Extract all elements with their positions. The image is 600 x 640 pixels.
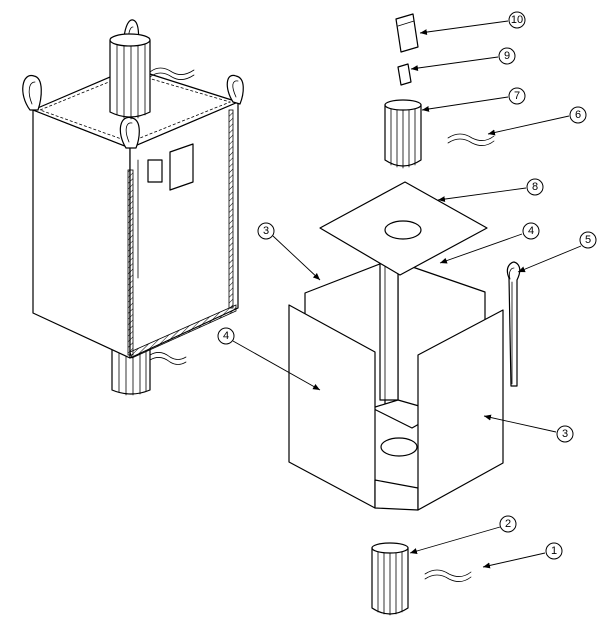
svg-text:7: 7 [514,90,520,102]
callouts: 10 9 7 6 8 3 [217,11,597,569]
callout-2: 2 [499,515,517,533]
assembled-bag [22,19,244,396]
svg-text:8: 8 [532,181,538,193]
callout-6: 6 [569,106,587,124]
svg-text:3: 3 [263,225,269,237]
svg-text:2: 2 [505,518,511,530]
callout-1: 1 [545,542,563,560]
bag-corner-seam [127,169,134,356]
svg-text:1: 1 [551,545,557,557]
assembled-top-spout [109,33,195,120]
lifting-loop-front [119,116,140,149]
callout-5: 5 [579,231,597,249]
callout-4-top: 4 [522,222,540,240]
svg-text:4: 4 [223,330,229,342]
callout-9: 9 [498,47,516,65]
callout-10: 10 [508,11,526,29]
part-9-document-pouch [397,63,412,86]
svg-text:10: 10 [511,14,523,26]
part-2-bottom-spout [371,542,409,616]
svg-text:6: 6 [575,109,581,121]
callout-4-left: 4 [217,327,235,345]
part-10-label-sheet [395,13,419,53]
bag-left-face [32,109,131,359]
document-pocket-small [147,159,163,183]
callout-7: 7 [508,87,526,105]
lifting-loop-right [226,74,244,105]
fill-opening [384,220,422,240]
exploded-bag-body [288,181,504,511]
part-6-tie-cord [447,133,495,141]
lifting-loop-left [22,75,42,111]
document-pocket-large [169,143,194,191]
part-1-tie-cord [424,569,472,577]
callout-3-right: 3 [556,425,574,443]
svg-text:9: 9 [504,50,510,62]
panel-front-right [417,309,504,511]
callout-8: 8 [526,178,544,196]
part-5-lifting-loop [506,261,521,387]
discharge-opening [380,437,418,457]
callout-3-top: 3 [257,222,275,240]
svg-text:3: 3 [562,428,568,440]
svg-text:5: 5 [585,234,591,246]
part-7-top-spout [384,99,422,169]
svg-text:4: 4 [528,225,534,237]
